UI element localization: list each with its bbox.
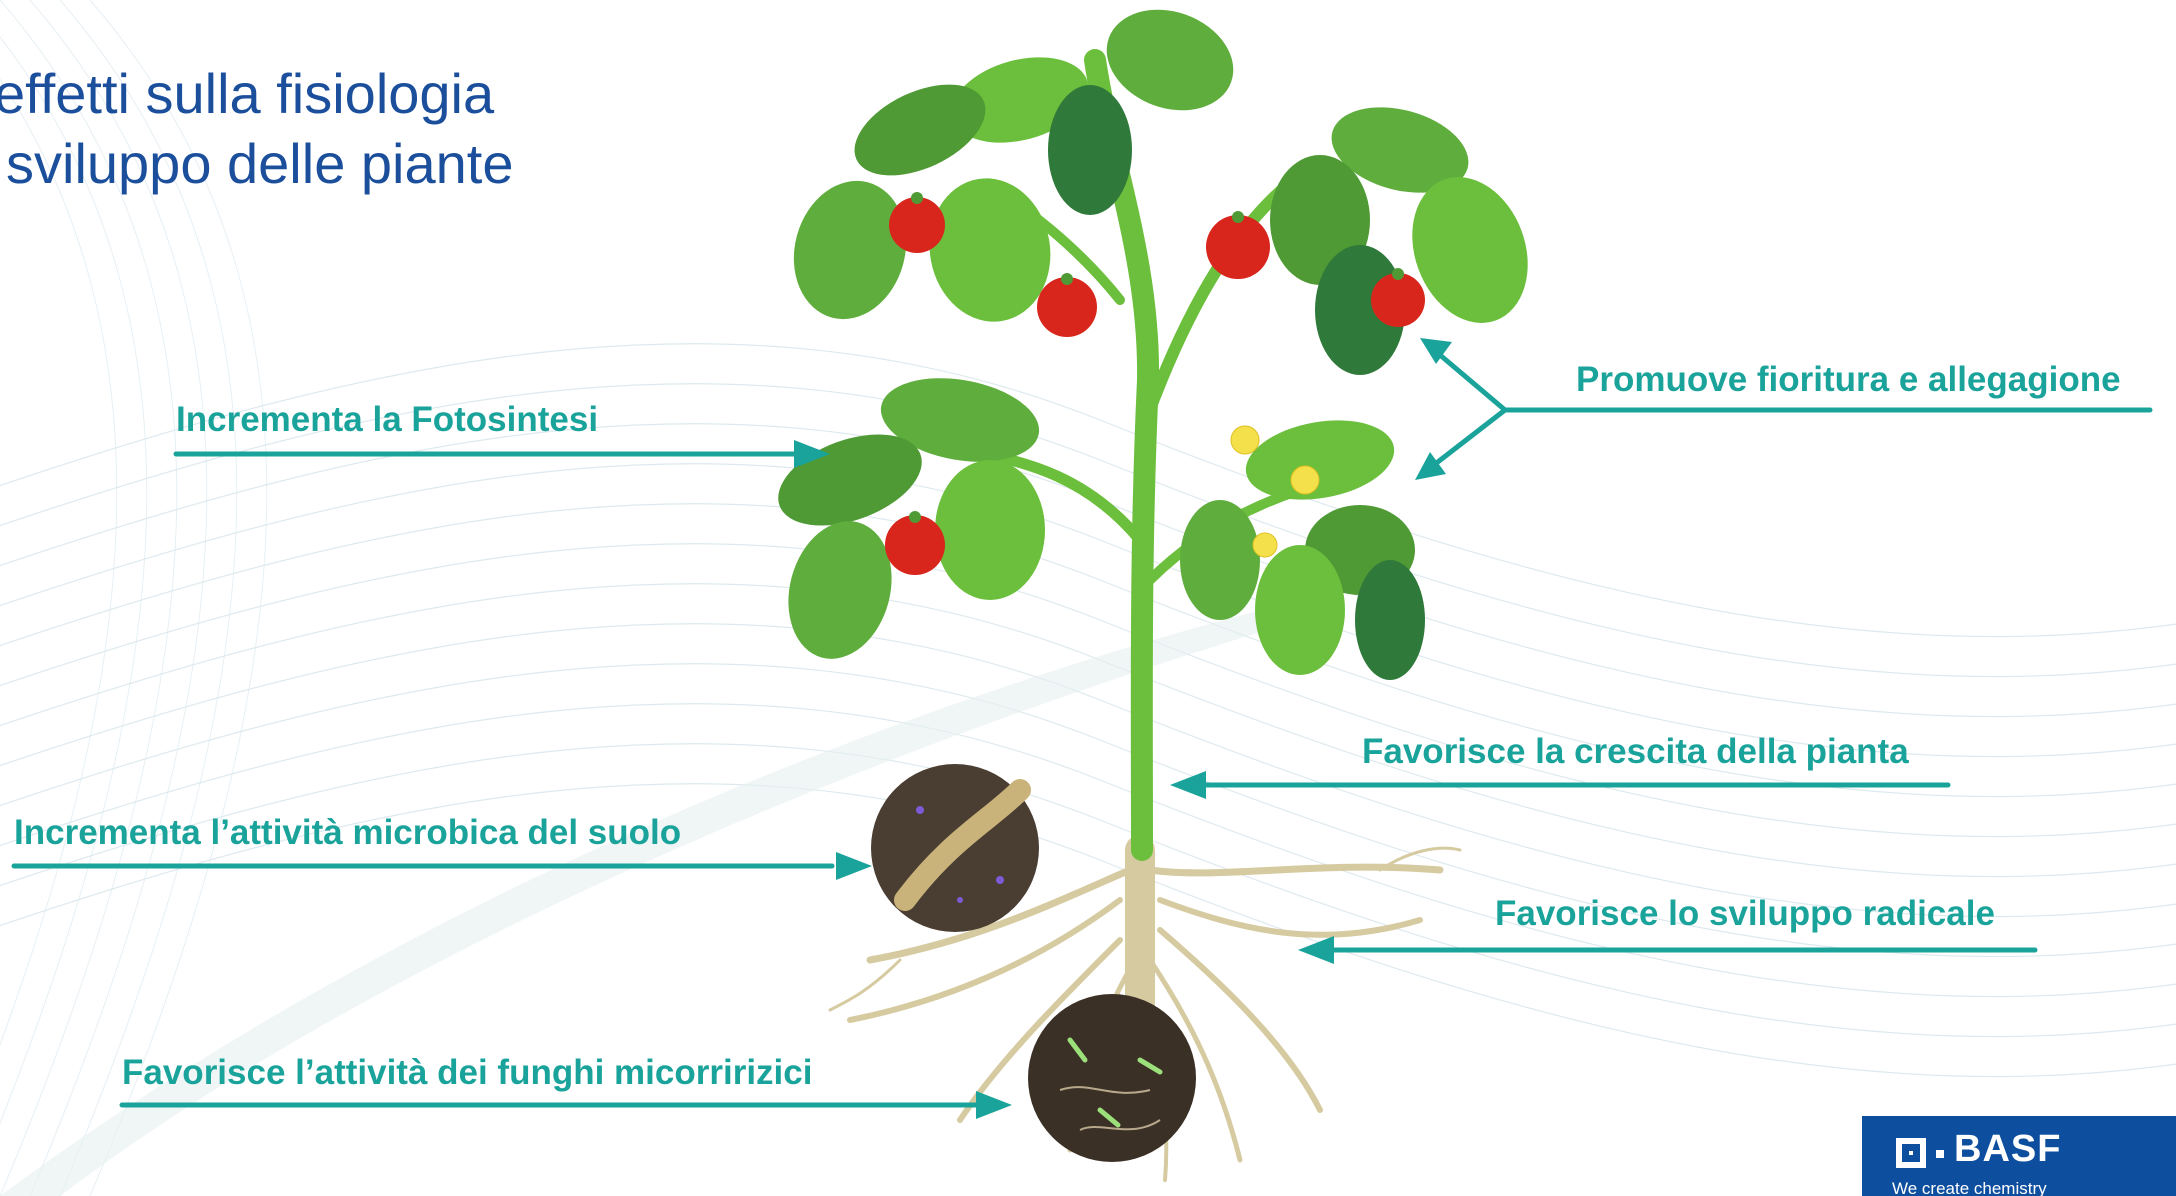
label-photosynthesis: Incrementa la Fotosintesi: [176, 402, 598, 437]
mycorrhizal-fungi-circle: [1028, 994, 1196, 1162]
label-microbial-activity: Incrementa l’attività microbica del suol…: [14, 815, 681, 850]
callout-arrows: [14, 355, 2150, 1105]
soil-microbes-circle: [871, 764, 1039, 932]
label-flowering: Promuove fioritura e allegagione: [1576, 362, 2121, 397]
basf-tagline: We create chemistry: [1892, 1180, 2047, 1196]
basf-square-icon: [1896, 1138, 1926, 1168]
label-mycorrhizal-fungi: Favorisce l’attività dei funghi micorrir…: [122, 1055, 812, 1090]
label-plant-growth: Favorisce la crescita della pianta: [1362, 734, 1909, 769]
basf-dot-icon: [1936, 1150, 1944, 1158]
basf-logo: BASF We create chemistry: [1862, 1116, 2176, 1196]
label-root-development: Favorisce lo sviluppo radicale: [1495, 896, 1995, 931]
basf-wordmark: BASF: [1954, 1130, 2061, 1168]
